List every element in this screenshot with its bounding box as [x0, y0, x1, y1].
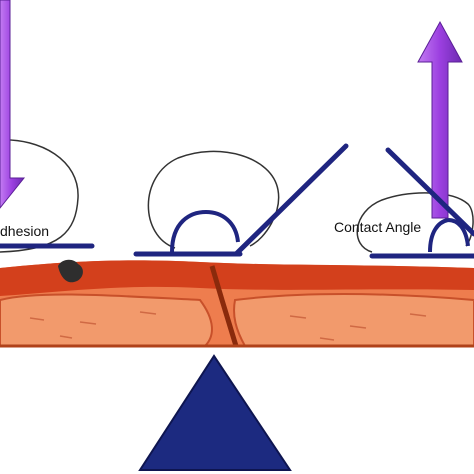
tissue-crack — [209, 265, 239, 347]
down-arrow — [0, 0, 26, 209]
left-assembly: dhesion — [0, 0, 95, 253]
tissue-lower-lobe-right — [233, 293, 474, 347]
tissue-texture — [29, 311, 427, 341]
tissue-slab — [0, 260, 474, 348]
up-arrow — [417, 20, 463, 219]
tissue-lower-lobe-left — [0, 293, 213, 347]
tissue-top-layer — [0, 260, 474, 296]
adhered-droplet — [58, 259, 83, 283]
contact-angle-label: Contact Angle — [334, 219, 421, 235]
droplet-dome-right — [428, 217, 470, 253]
middle-assembly — [133, 143, 349, 257]
contact-arm-middle — [233, 143, 349, 257]
fulcrum-triangle — [138, 354, 292, 471]
contact-arm-right — [385, 147, 474, 237]
contact-bubble-right — [356, 192, 474, 253]
droplet-dome-middle — [170, 209, 240, 253]
adhesion-label: dhesion — [0, 223, 49, 239]
right-assembly: Contact Angle — [334, 20, 474, 259]
